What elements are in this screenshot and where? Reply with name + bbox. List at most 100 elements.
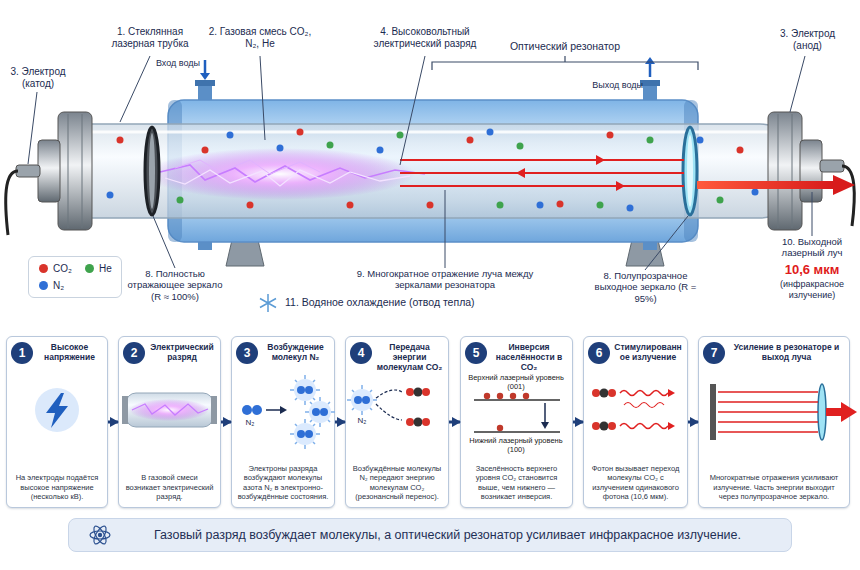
molecules <box>697 137 704 144</box>
anode-electrode <box>800 140 822 202</box>
step-title: Электрический разряд <box>147 342 217 362</box>
cathode-electrode <box>6 171 18 235</box>
callout-label: Выход воды <box>583 80 643 91</box>
molecules <box>397 132 404 139</box>
cathode-electrode <box>6 112 92 235</box>
molecules <box>202 147 209 154</box>
legend-text: CO₂ <box>53 263 72 274</box>
molecules <box>607 132 614 139</box>
laser-beam <box>400 172 684 174</box>
snowflake-icon <box>260 294 276 312</box>
legend-swatch <box>85 264 94 273</box>
molecules <box>227 132 234 139</box>
callout-label: 8. Полностью отражающее зеркало (R ≈ 100… <box>125 268 225 302</box>
step-description: Многократные отражения усиливают излучен… <box>703 473 845 502</box>
legend-item: N₂ <box>39 280 64 291</box>
discharge-glow <box>160 165 425 182</box>
molecules <box>177 197 184 204</box>
laser-beam <box>516 168 525 178</box>
laser-beam <box>697 181 833 189</box>
step-number-text: 4 <box>358 346 365 360</box>
anode-electrode <box>768 112 802 230</box>
step-number-text: 3 <box>244 346 251 360</box>
mirror <box>683 127 697 215</box>
step-number-text: 2 <box>131 346 138 360</box>
glass-tube <box>62 124 790 218</box>
step-number: 4 <box>350 342 372 364</box>
molecules <box>117 129 744 209</box>
mirror <box>145 127 697 215</box>
callout-label: Нижний лазерный уровень (100) <box>466 436 566 454</box>
molecules <box>557 201 564 208</box>
discharge-glow <box>165 170 410 186</box>
molecules <box>177 132 724 209</box>
anode-electrode <box>842 166 854 226</box>
callout-label: 3. Электрод (катод) <box>2 66 74 90</box>
leader-line <box>153 216 175 268</box>
callout-label: (инфракрасное излучение) <box>768 279 856 301</box>
callout-label: 9. Многократное отражение луча между зер… <box>355 268 535 291</box>
mirror <box>687 135 693 207</box>
step-arrow <box>221 421 231 424</box>
caption-text: Газовый разряд возбуждает молекулы, а оп… <box>154 528 741 542</box>
callout-label: N₂ <box>348 416 376 426</box>
cathode-electrode <box>38 140 60 202</box>
step-box: Стимулированное излучениеФотон вызывает … <box>583 336 688 508</box>
molecules <box>717 197 724 204</box>
cathode-electrode <box>58 112 92 230</box>
mirror <box>145 127 159 215</box>
molecules <box>752 189 759 196</box>
step-box: Инверсия населённости в CO₂Заселённость … <box>460 336 573 508</box>
resonator-bracket <box>432 56 698 70</box>
step-number-text: 5 <box>473 346 480 360</box>
callout-label: 1. Стеклянная лазерная трубка <box>95 26 205 50</box>
caption-band: Газовый разряд возбуждает молекулы, а оп… <box>68 518 792 552</box>
molecules <box>107 129 759 212</box>
callout-label: Оптический резонатор <box>490 40 640 53</box>
callout-label: Верхний лазерный уровень (001) <box>466 373 566 391</box>
molecules <box>107 129 759 212</box>
step-description: Возбуждённые молекулы N₂ передают энерги… <box>350 464 444 502</box>
snowflake-icon <box>260 294 276 312</box>
step-title: Возбуждение молекул N₂ <box>260 342 331 362</box>
laser-beam <box>400 159 684 161</box>
water-pipe <box>200 73 210 80</box>
cathode-electrode <box>16 165 40 177</box>
callout-label: Вход воды <box>140 58 200 69</box>
step-title: Усиление в резонаторе и выход луча <box>727 342 846 362</box>
molecules <box>277 145 284 152</box>
water-pipe <box>640 80 660 86</box>
molecules <box>377 147 384 154</box>
molecules <box>627 205 634 212</box>
discharge-glow <box>175 160 320 174</box>
legend-text: N₂ <box>53 280 64 291</box>
step-number: 7 <box>703 342 725 364</box>
water-jacket <box>684 100 698 242</box>
leader-line <box>120 56 150 122</box>
water-pipe <box>645 57 655 64</box>
step-number: 1 <box>11 342 33 364</box>
leader-line <box>812 192 813 236</box>
anode-electrode <box>820 160 844 172</box>
leader-line <box>790 56 805 112</box>
resonator-bracket <box>432 56 698 70</box>
legend-box: CO₂HeN₂ <box>28 256 122 298</box>
step-description: Фотон вызывает переход молекулы CO₂ с из… <box>588 464 683 502</box>
step-description: Электроны разряда возбуждают молекулы аз… <box>236 464 330 502</box>
anode-electrode <box>792 114 793 228</box>
step-title: Стимулированное излучение <box>612 342 684 362</box>
molecules <box>327 142 334 149</box>
molecules <box>297 129 304 136</box>
molecules <box>427 202 434 209</box>
step-arrow <box>688 421 698 424</box>
step-arrow <box>573 421 583 424</box>
laser-beam <box>616 181 625 191</box>
water-pipe <box>649 63 652 77</box>
anode-electrode <box>778 114 779 228</box>
callout-label: N₂ <box>238 418 262 428</box>
molecules <box>537 202 544 209</box>
legend-swatch <box>39 264 48 273</box>
callout-label: 8. Полупрозрачное выходное зеркало (R = … <box>588 270 703 304</box>
water-pipe <box>204 60 207 74</box>
